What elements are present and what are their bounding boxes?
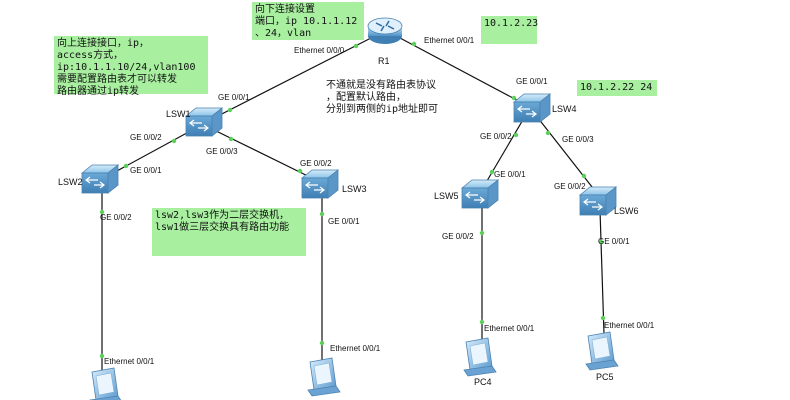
port-label: GE 0/0/3 (206, 147, 238, 156)
switch-lsw5[interactable] (461, 179, 499, 209)
port-label: Ethernet 0/0/1 (604, 321, 655, 330)
note-lsw1-config: 向上连接接口，ip， access方式， ip:10.1.1.10/24,vla… (54, 36, 208, 97)
port-label: GE 0/0/1 (218, 93, 250, 102)
port-dot (411, 41, 417, 47)
port-label: Ethernet 0/0/1 (424, 36, 475, 45)
switch-icon (301, 169, 339, 199)
port-dot (513, 132, 519, 138)
port-dot (123, 163, 129, 169)
port-dots (99, 41, 606, 359)
switch-lsw3[interactable] (301, 169, 339, 199)
links (101, 37, 605, 374)
port-label: GE 0/0/2 (554, 182, 586, 191)
port-label: GE 0/0/2 (130, 133, 162, 142)
link-lsw1-lsw3 (209, 127, 321, 183)
port-label: GE 0/0/1 (494, 170, 526, 179)
switch-lsw4[interactable] (513, 93, 551, 123)
switch-icon (81, 164, 119, 194)
label-pc5: PC5 (596, 372, 614, 382)
port-label: Ethernet 0/0/1 (104, 357, 155, 366)
port-dot (319, 340, 325, 346)
pc-icon (89, 367, 123, 400)
switch-icon (513, 93, 551, 123)
port-dot (479, 319, 485, 325)
port-label: GE 0/0/1 (598, 237, 630, 246)
port-dot (545, 130, 551, 136)
port-dot (297, 168, 303, 174)
switch-icon (461, 179, 499, 209)
label-lsw2: LSW2 (58, 177, 83, 187)
link-lsw4-lsw5 (483, 117, 525, 187)
link-lsw1-lsw2 (103, 127, 197, 179)
pc-pc4[interactable] (463, 337, 497, 377)
port-label: GE 0/0/1 (130, 166, 162, 175)
port-dot (581, 173, 587, 179)
note-r1-downlink: 向下连接设置 端口，ip 10.1.1.12 、24，vlan (252, 2, 364, 40)
port-dot (228, 136, 234, 142)
port-dot (479, 230, 485, 236)
port-dot (171, 138, 177, 144)
port-label: GE 0/0/1 (516, 77, 548, 86)
link-r1-lsw1 (207, 37, 372, 122)
port-label: Ethernet 0/0/0 (294, 46, 345, 55)
routing-note: 不通就是没有路由表协议 ，配置默认路由， 分别到两侧的ip地址即可 (326, 80, 439, 115)
switch-lsw6[interactable] (579, 186, 617, 216)
port-dot (511, 95, 517, 101)
port-dot (227, 107, 233, 113)
label-lsw1: LSW1 (166, 109, 191, 119)
link-lsw6-pc5 (599, 209, 605, 335)
switch-icon (579, 186, 617, 216)
port-dot (489, 169, 495, 175)
pc-left[interactable] (89, 367, 123, 400)
port-label: GE 0/0/2 (442, 232, 474, 241)
pc-icon (463, 337, 497, 377)
pc-middle[interactable] (307, 357, 341, 397)
label-lsw4: LSW4 (552, 104, 577, 114)
switch-lsw2[interactable] (81, 164, 119, 194)
label-lsw5: LSW5 (434, 191, 459, 201)
port-label: Ethernet 0/0/1 (484, 324, 535, 333)
note-r1-uplink-ip: 10.1.2.23 (481, 16, 538, 44)
switch-icon (185, 107, 223, 137)
link-lsw4-lsw6 (537, 117, 597, 193)
link-r1-lsw4 (399, 37, 529, 107)
port-label: GE 0/0/3 (562, 135, 594, 144)
pc-pc5[interactable] (585, 331, 619, 371)
port-dot (598, 239, 604, 245)
port-dot (353, 43, 359, 49)
pc-icon (585, 331, 619, 371)
switch-lsw1[interactable] (185, 107, 223, 137)
pc-icon (307, 357, 341, 397)
port-label: GE 0/0/2 (100, 213, 132, 222)
port-dot (99, 209, 105, 215)
label-lsw3: LSW3 (342, 184, 367, 194)
note-lsw2-lsw3: lsw2,lsw3作为二层交换机， lsw1做三层交换具有路由功能 (152, 208, 306, 256)
port-dot (319, 211, 325, 217)
port-dot (99, 353, 105, 359)
port-label: GE 0/0/1 (328, 217, 360, 226)
port-label: Ethernet 0/0/1 (330, 344, 381, 353)
label-lsw6: LSW6 (614, 206, 639, 216)
port-label: GE 0/0/2 (300, 159, 332, 168)
router-icon (367, 17, 403, 45)
port-label: GE 0/0/2 (480, 132, 512, 141)
port-dot (600, 315, 606, 321)
label-pc4: PC4 (474, 377, 492, 387)
router-r1[interactable] (367, 17, 403, 45)
note-lsw4-ip: 10.1.2.22 24 (577, 80, 657, 96)
label-r1: R1 (378, 56, 390, 66)
